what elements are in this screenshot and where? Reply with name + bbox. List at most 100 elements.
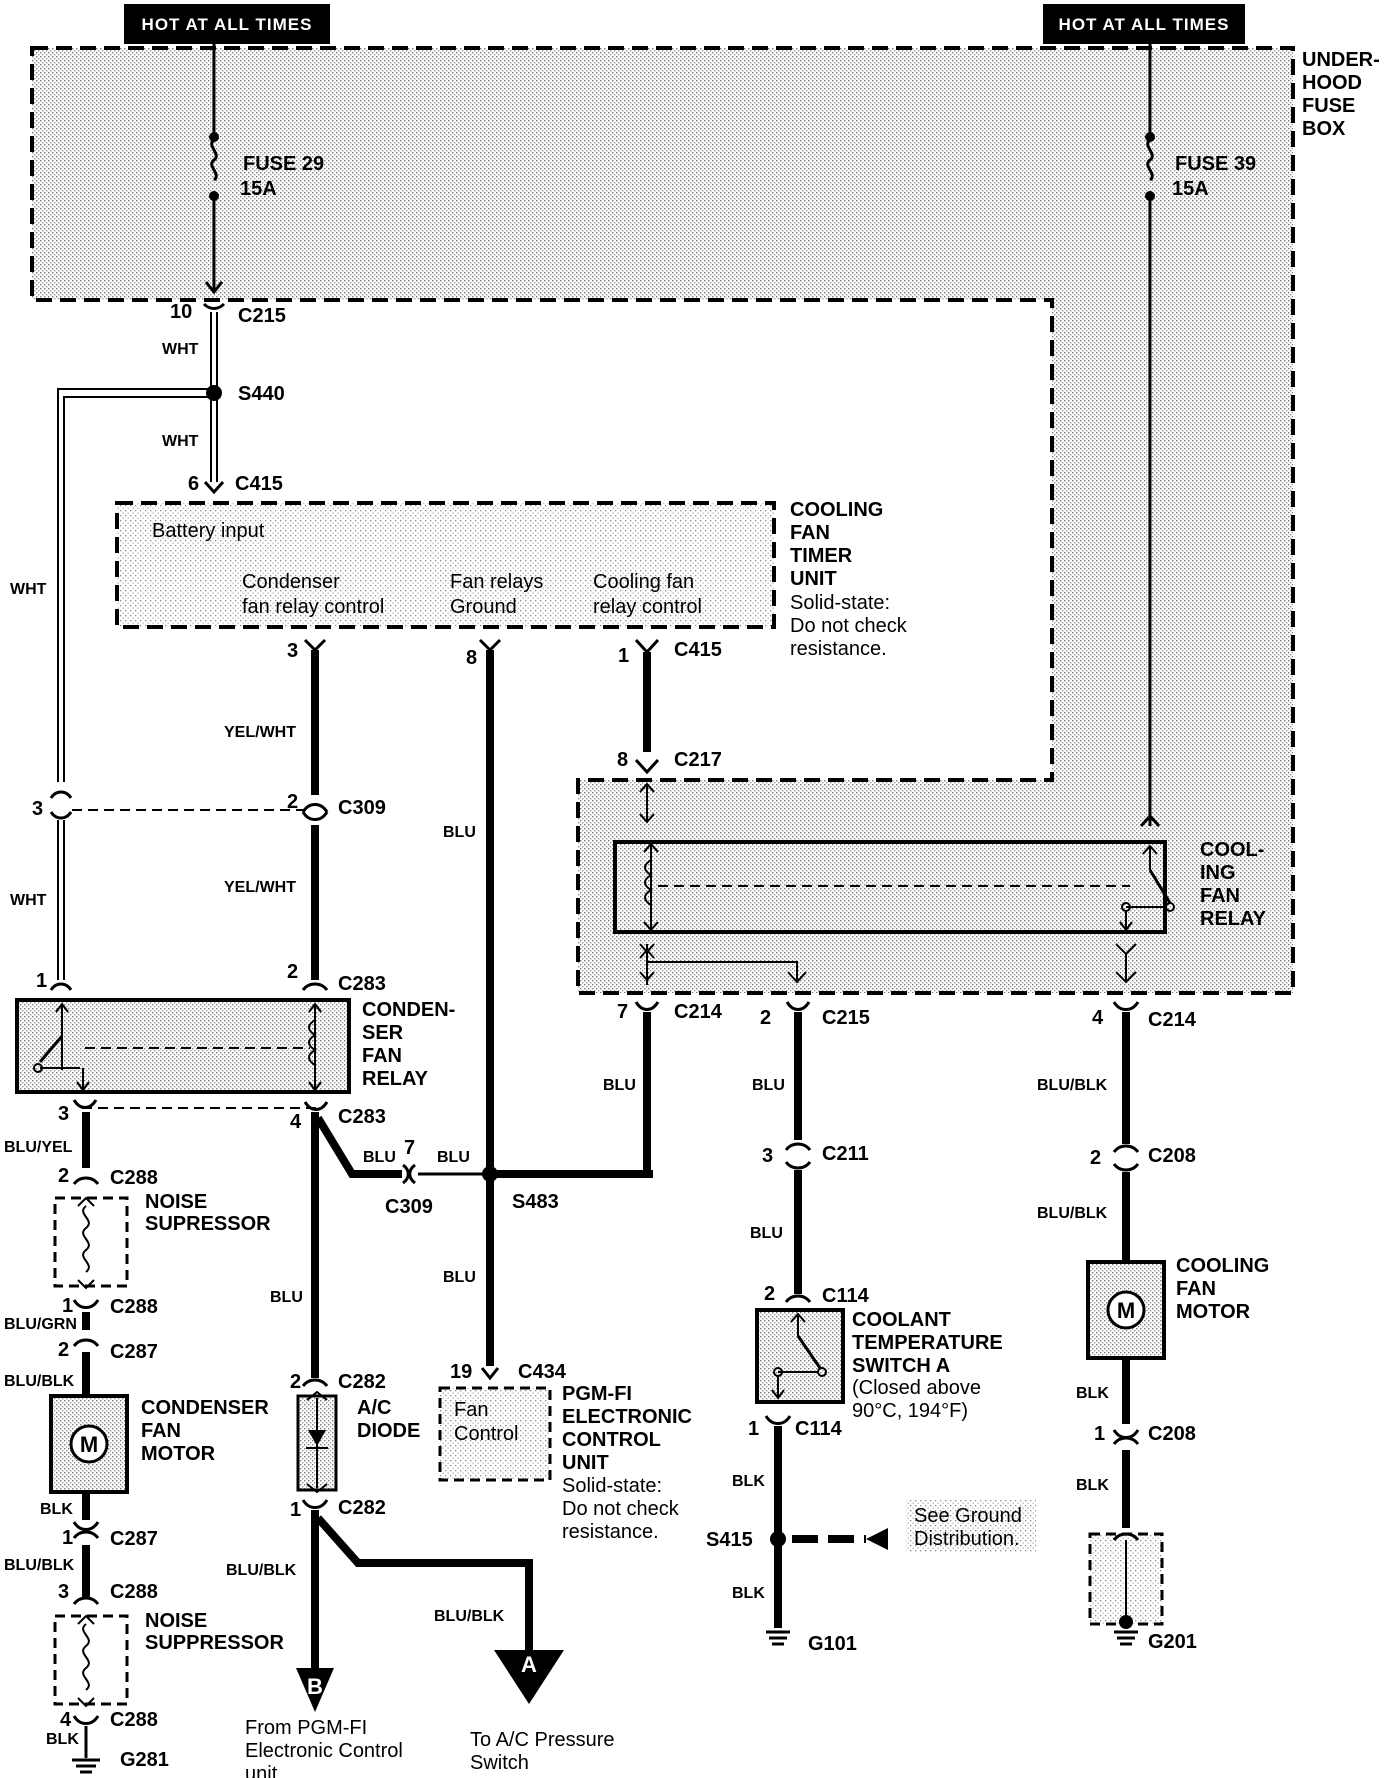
ecu-note-2: Do not check — [562, 1498, 680, 1520]
ground-dist-1: See Ground — [914, 1505, 1022, 1527]
wire-blu-4: BLU — [443, 824, 476, 841]
wire-blublk-3: BLU/BLK — [226, 1562, 297, 1579]
from-pgm-3: unit — [245, 1763, 278, 1778]
wire-yelwht-1: YEL/WHT — [224, 724, 296, 741]
coolant-2: TEMPERATURE — [852, 1332, 1003, 1354]
wire-yelwht-2: YEL/WHT — [224, 879, 296, 896]
cool-motor-3: MOTOR — [1176, 1301, 1251, 1323]
noise2-1: NOISE — [145, 1610, 207, 1632]
hot-label-left: HOT AT ALL TIMES — [124, 4, 330, 44]
coolant-note-2: 90°C, 194°F) — [852, 1400, 968, 1422]
c208-1-pin: 1 — [1094, 1423, 1105, 1445]
timer-battery-input: Battery input — [152, 520, 265, 542]
timer-note-3: resistance. — [790, 638, 887, 660]
wire-blugrn: BLU/GRN — [4, 1316, 77, 1333]
ecu-title-3: CONTROL — [562, 1429, 661, 1451]
yel-wht-wire — [301, 638, 329, 992]
wire-wht-3: WHT — [10, 581, 47, 598]
svg-text:HOT AT ALL TIMES: HOT AT ALL TIMES — [142, 15, 313, 34]
c415-6-pin: 6 — [188, 473, 199, 495]
wire-blk-2: BLK — [46, 1731, 79, 1748]
fuse29-rating: 15A — [240, 178, 277, 200]
cool-motor-m: M — [1117, 1298, 1135, 1323]
c309-3-pin: 3 — [32, 798, 43, 820]
c434-19-name: C434 — [518, 1361, 567, 1383]
c415-1-pin: 1 — [618, 645, 629, 667]
cond-relay-label-2: SER — [362, 1022, 404, 1044]
timer-title-3: TIMER — [790, 545, 853, 567]
wire-blublk-6: BLU/BLK — [1037, 1205, 1108, 1222]
wire-blk-3: BLK — [732, 1473, 765, 1490]
cool-relay-3: FAN — [1200, 885, 1240, 907]
c287-2-name: C287 — [110, 1341, 158, 1363]
c283-3-pin: 3 — [58, 1103, 69, 1125]
fusebox-label-3: FUSE — [1302, 95, 1355, 117]
cool-relay-2: ING — [1200, 862, 1236, 884]
fusebox-label-4: BOX — [1302, 118, 1346, 140]
cond-motor-1: CONDENSER — [141, 1397, 269, 1419]
conn-a: A — [521, 1652, 537, 1677]
condenser-fan-relay — [15, 998, 351, 1094]
c287-1-name: C287 — [110, 1528, 158, 1550]
g101-label: G101 — [808, 1633, 857, 1655]
c114-1-name: C114 — [795, 1418, 843, 1440]
wire-blublk-1: BLU/BLK — [4, 1373, 75, 1390]
relay-lower-wires — [639, 943, 1137, 985]
from-pgm-2: Electronic Control — [245, 1740, 403, 1762]
c211-3-pin: 3 — [762, 1145, 773, 1167]
wire-blu-3: BLU — [270, 1289, 303, 1306]
c215-10-name: C215 — [238, 305, 286, 327]
condenser-chain-wire — [49, 1099, 129, 1774]
coolant-1: COOLANT — [852, 1309, 951, 1331]
timer-cooling-2: relay control — [593, 596, 702, 618]
cond-relay-label-1: CONDEN- — [362, 999, 455, 1021]
fuse-29 — [204, 44, 224, 295]
c287-2-pin: 2 — [58, 1339, 69, 1361]
wire-wht-1: WHT — [162, 341, 199, 358]
c309-2-pin: 2 — [287, 791, 298, 813]
noise1-1: NOISE — [145, 1191, 207, 1213]
wht-branch-wire — [49, 388, 211, 991]
c288-4-name: C288 — [110, 1709, 158, 1731]
g201-label: G201 — [1148, 1631, 1197, 1653]
wire-blublk-2: BLU/BLK — [4, 1557, 75, 1574]
wire-blu-6: BLU — [603, 1077, 636, 1094]
wire-wht-2: WHT — [162, 433, 199, 450]
blu-diode-wire — [296, 1101, 653, 1712]
noise2-2: SUPPRESSOR — [145, 1632, 284, 1654]
noise1-2: SUPRESSOR — [145, 1213, 271, 1235]
c217-8-pin: 8 — [617, 749, 628, 771]
cond-motor-2: FAN — [141, 1420, 181, 1442]
fuse-box — [30, 46, 1295, 995]
wire-bluyel: BLU/YEL — [4, 1139, 73, 1156]
wire-blu-8: BLU — [750, 1225, 783, 1242]
c288-2-pin: 2 — [58, 1165, 69, 1187]
s483-label: S483 — [512, 1191, 559, 1213]
c283-2-pin: 2 — [287, 961, 298, 983]
fuse-39 — [1139, 44, 1161, 828]
conn-b: B — [307, 1674, 323, 1699]
cond-relay-label-3: FAN — [362, 1045, 402, 1067]
c288-3-pin: 3 — [58, 1581, 69, 1603]
wire-wht-4: WHT — [10, 892, 47, 909]
ground-dist-box — [906, 1500, 1036, 1552]
timer-ground-2: Ground — [450, 596, 517, 618]
timer-cooling-1: Cooling fan — [593, 571, 694, 593]
fuse39-name: FUSE 39 — [1175, 153, 1256, 175]
cooling-relay-control-wire — [634, 638, 660, 824]
cond-motor-m: M — [80, 1432, 98, 1457]
wire-blublk-5: BLU/BLK — [1037, 1077, 1108, 1094]
c288-1-pin: 1 — [62, 1295, 73, 1317]
wire-blublk-4: BLU/BLK — [434, 1608, 505, 1625]
cond-relay-label-4: RELAY — [362, 1068, 429, 1090]
fuse39-rating: 15A — [1172, 178, 1209, 200]
c287-1-pin: 1 — [62, 1527, 73, 1549]
coolant-switch-wire — [755, 1001, 888, 1646]
c283-2-name: C283 — [338, 973, 386, 995]
ground-dist-2: Distribution. — [914, 1528, 1020, 1550]
c288-1-name: C288 — [110, 1296, 158, 1318]
c211-3-name: C211 — [822, 1143, 869, 1165]
cool-relay-4: RELAY — [1200, 908, 1267, 930]
timer-unit-box — [115, 501, 776, 629]
